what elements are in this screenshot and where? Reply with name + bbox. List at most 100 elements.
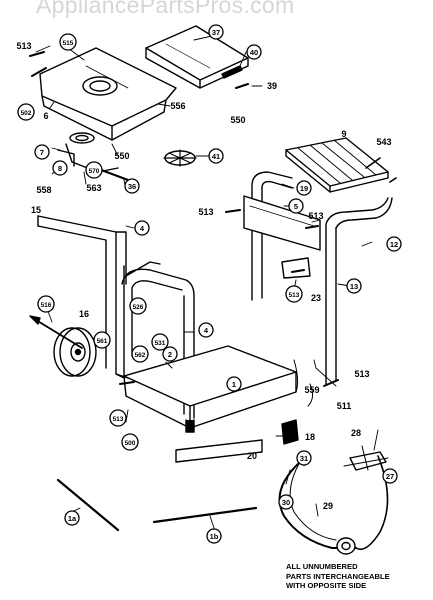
callout-label: 531 — [155, 340, 166, 347]
callout-502: 502 — [17, 103, 35, 121]
callout-label: 561 — [97, 338, 108, 345]
callout-circle — [278, 494, 294, 510]
callout-label: 1b — [210, 532, 219, 541]
callout-550: 550 — [114, 151, 129, 161]
callout-circle — [208, 24, 224, 40]
callout-circle — [226, 376, 242, 392]
callout-7: 7 — [34, 144, 50, 160]
callout-559: 559 — [304, 385, 319, 395]
callout-label: 13 — [350, 282, 358, 291]
callout-label: 2 — [168, 350, 172, 359]
callout-label: 31 — [300, 454, 308, 463]
footnote: ALL UNNUMBERED PARTS INTERCHANGEABLE WIT… — [286, 562, 390, 590]
callout-circle — [386, 236, 402, 252]
callout-558: 558 — [36, 185, 51, 195]
callout-label: 4 — [204, 326, 209, 335]
callout-label: 20 — [247, 451, 257, 461]
callout-513: 513 — [285, 285, 303, 303]
callout-561: 561 — [93, 331, 111, 349]
callout-515: 515 — [59, 33, 77, 51]
callout-circle — [121, 433, 139, 451]
callout-circle — [206, 528, 222, 544]
callout-label: 550 — [230, 115, 245, 125]
callout-513: 513 — [16, 41, 31, 51]
callout-circle — [131, 345, 149, 363]
callout-label: 1a — [68, 514, 77, 523]
callout-15: 15 — [31, 205, 41, 215]
side-shelf — [285, 137, 389, 193]
callout-circle — [109, 409, 127, 427]
callout-526: 526 — [129, 297, 147, 315]
callout-1b: 1b — [206, 528, 222, 544]
callout-circle — [288, 198, 304, 214]
burner-grate — [163, 149, 197, 167]
callout-label: 7 — [40, 148, 44, 157]
watermark: AppliancePartsPros.com — [36, 0, 295, 18]
callout-27: 27 — [382, 468, 398, 484]
callout-label: 511 — [337, 401, 352, 411]
callout-circle — [64, 510, 80, 526]
callout-circle — [208, 148, 224, 164]
callout-circle — [129, 297, 147, 315]
callout-label: 500 — [125, 440, 136, 447]
callout-36: 36 — [124, 178, 140, 194]
callout-18: 18 — [305, 432, 315, 442]
callout-label: 515 — [63, 40, 74, 47]
callout-531: 531 — [151, 333, 169, 351]
callout-circle — [34, 144, 50, 160]
callout-1: 1 — [226, 376, 242, 392]
callout-2: 2 — [162, 346, 178, 362]
callout-label: 37 — [212, 28, 220, 37]
callout-label: 23 — [311, 293, 321, 303]
callout-label: 30 — [282, 498, 290, 507]
callout-4: 4 — [134, 220, 150, 236]
callout-label: 559 — [304, 385, 319, 395]
grill-head-housing — [39, 47, 177, 141]
callout-12: 12 — [386, 236, 402, 252]
callout-label: 513 — [198, 207, 213, 217]
callout-circle — [162, 346, 178, 362]
callout-circle — [198, 322, 214, 338]
callout-8: 8 — [52, 160, 68, 176]
callout-label: 550 — [114, 151, 129, 161]
callout-20: 20 — [247, 451, 257, 461]
callout-label: 9 — [341, 129, 346, 139]
callout-label: 12 — [390, 240, 398, 249]
callout-circle — [93, 331, 111, 349]
callout-label: 27 — [386, 472, 394, 481]
callout-513: 513 — [109, 409, 127, 427]
callout-circle — [296, 180, 312, 196]
callout-label: 516 — [41, 302, 52, 309]
callout-1a: 1a — [64, 510, 80, 526]
callout-circle — [134, 220, 150, 236]
callout-19: 19 — [296, 180, 312, 196]
callout-label: 18 — [305, 432, 315, 442]
callout-circle — [346, 278, 362, 294]
callout-label: 556 — [170, 101, 185, 111]
callout-circle — [37, 295, 55, 313]
callout-label: 5 — [294, 202, 298, 211]
callout-513: 513 — [198, 207, 213, 217]
callout-label: 526 — [133, 304, 144, 311]
callout-label: 563 — [86, 183, 101, 193]
callout-circle — [59, 33, 77, 51]
callout-label: 36 — [128, 182, 136, 191]
callout-label: 513 — [354, 369, 369, 379]
callout-28: 28 — [351, 428, 361, 438]
gas-hose-regulator — [278, 445, 389, 555]
callout-label: 6 — [43, 111, 48, 121]
callout-circle — [17, 103, 35, 121]
callout-550: 550 — [230, 115, 245, 125]
callout-label: 1 — [232, 380, 236, 389]
callout-30: 30 — [278, 494, 294, 510]
callout-label: 41 — [212, 152, 220, 161]
callout-label: 16 — [79, 309, 89, 319]
callout-41: 41 — [208, 148, 224, 164]
callout-543: 543 — [376, 137, 391, 147]
wheel — [29, 315, 97, 377]
callout-label: 513 — [113, 416, 124, 423]
callout-5: 5 — [288, 198, 304, 214]
callout-40: 40 — [246, 44, 262, 60]
callout-label: 502 — [21, 110, 32, 117]
